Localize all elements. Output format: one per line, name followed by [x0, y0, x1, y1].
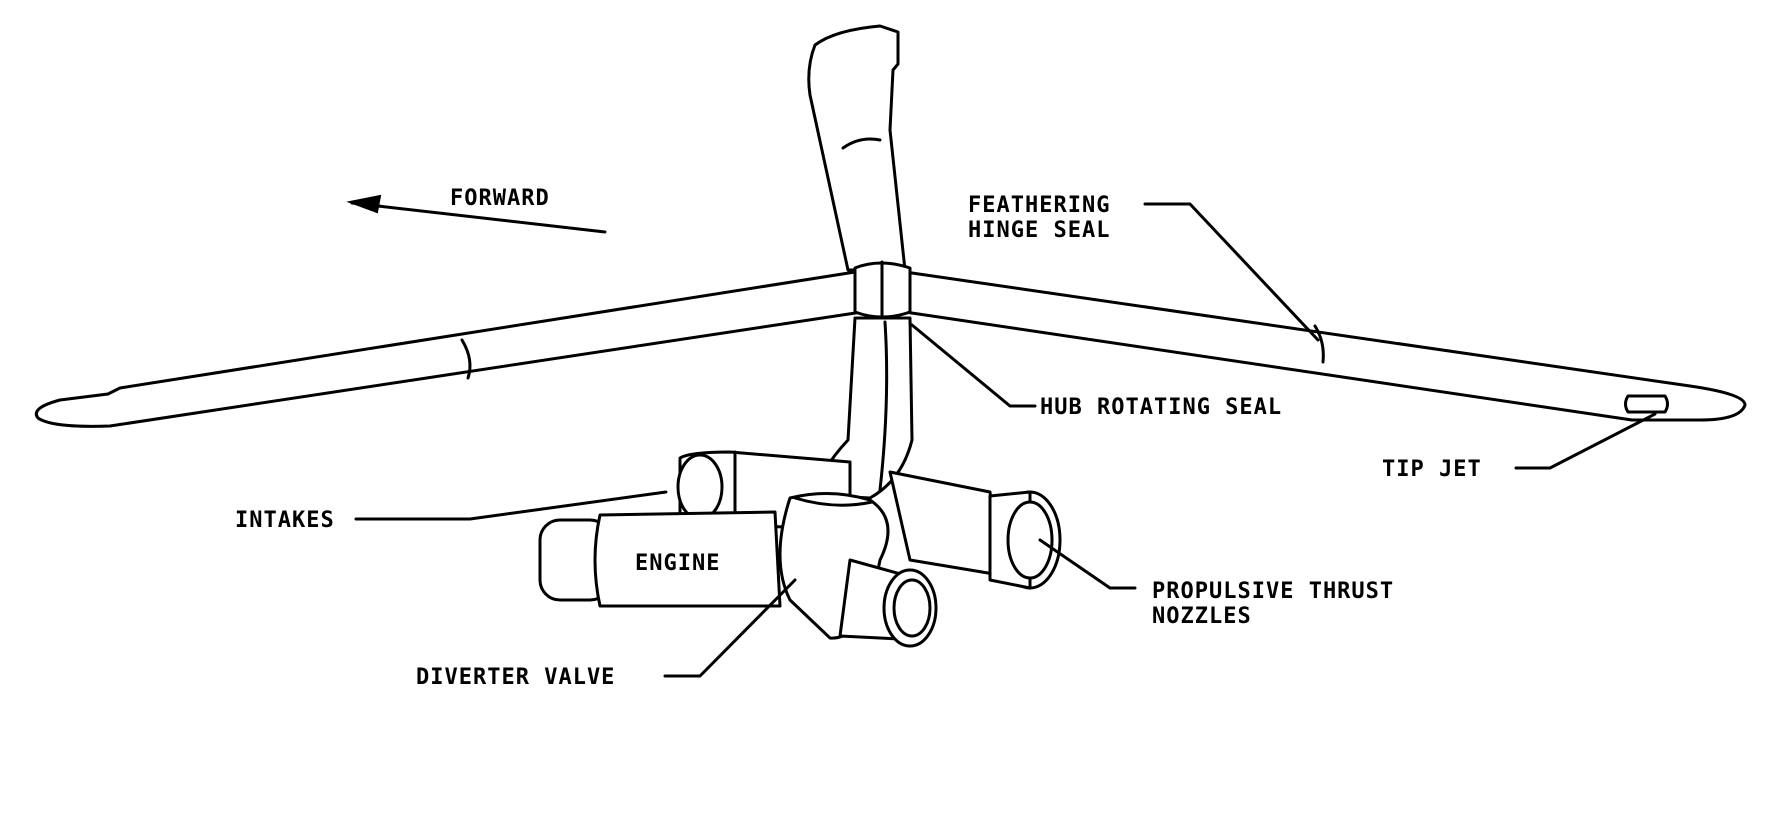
label-feathering-hinge-seal-line1: FEATHERING — [968, 193, 1110, 218]
engine-label: ENGINE — [635, 551, 720, 576]
rear-nozzle — [888, 470, 1062, 590]
label-feathering-hinge-seal-line2: HINGE SEAL — [968, 218, 1110, 243]
left-blade — [34, 270, 864, 428]
duct — [813, 316, 914, 500]
label-tip-jet: TIP JET — [1382, 457, 1482, 482]
leader-lines — [354, 202, 1657, 678]
engine — [538, 510, 782, 608]
label-intakes: INTAKES — [235, 508, 335, 533]
forward-arrow — [346, 194, 607, 234]
label-propulsive-thrust-nozzles-line1: PROPULSIVE THRUST — [1152, 579, 1394, 604]
front-nozzle — [838, 558, 938, 648]
label-hub-rotating-seal: HUB ROTATING SEAL — [1040, 395, 1282, 420]
label-forward: FORWARD — [450, 186, 550, 211]
label-propulsive-thrust-nozzles-line2: NOZZLES — [1152, 604, 1252, 629]
label-diverter-valve: DIVERTER VALVE — [416, 665, 615, 690]
rear-blade — [807, 24, 907, 272]
hub — [853, 260, 912, 322]
right-blade — [903, 270, 1747, 422]
